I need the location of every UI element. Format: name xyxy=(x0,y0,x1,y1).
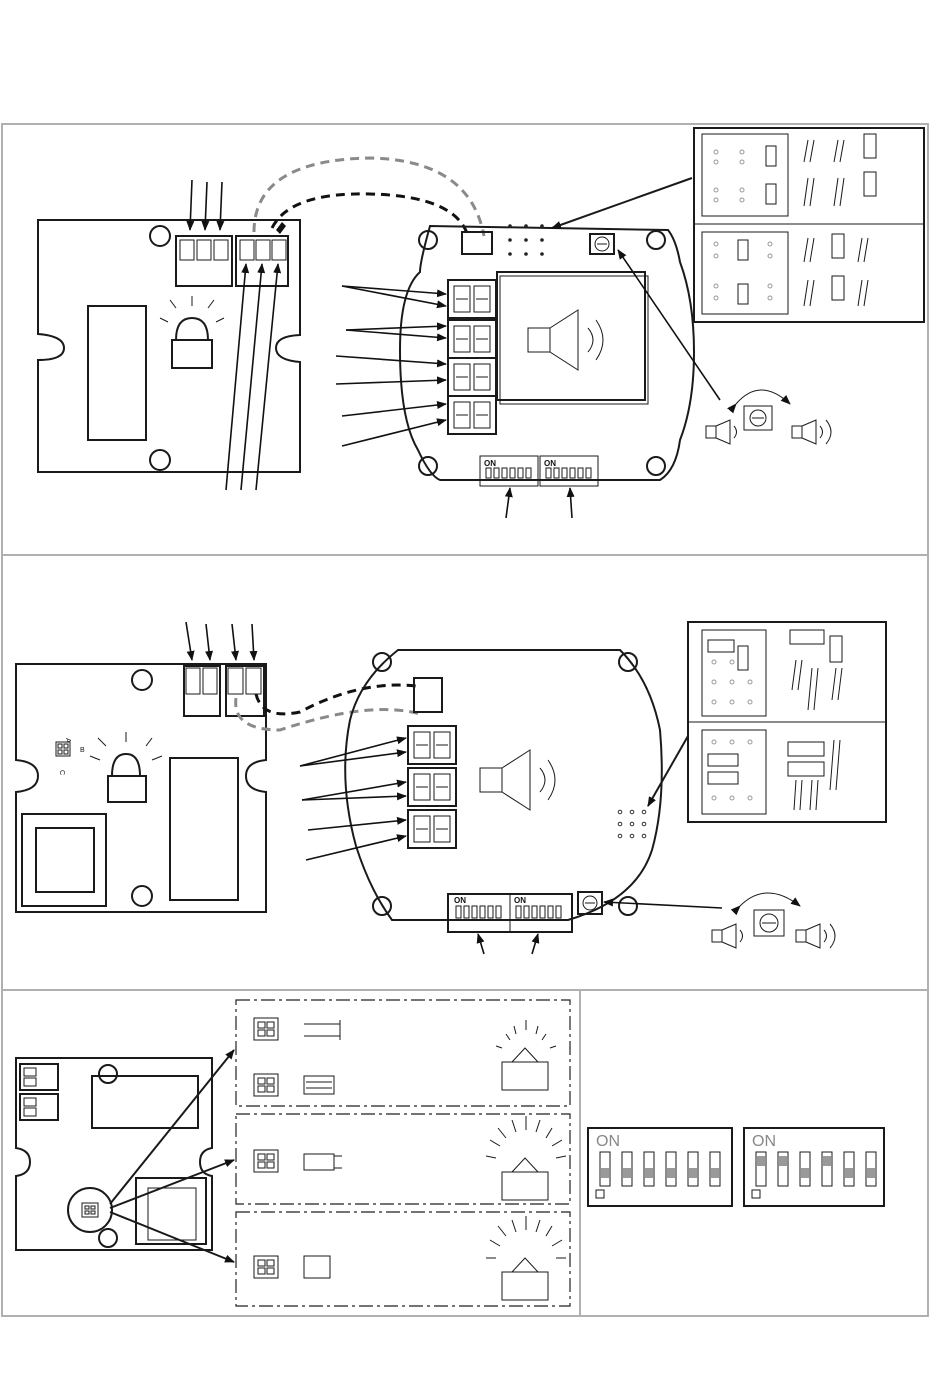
large-dip-on-right: ON xyxy=(752,1133,776,1150)
beacon-lamp-icon xyxy=(486,1216,566,1300)
dip-on-label-top-right: ON xyxy=(544,459,556,468)
option-box-2 xyxy=(236,1114,570,1204)
pot-detail-top xyxy=(706,390,831,444)
jumper-detail-top xyxy=(694,128,924,322)
connector-label-c: C xyxy=(58,770,65,775)
sounder-board-mid: ON ON xyxy=(345,650,662,932)
led-board-bottom xyxy=(16,1058,212,1250)
section-1: ON ON xyxy=(38,128,924,518)
jumper-detail-mid xyxy=(688,622,886,822)
horn-speaker-icon xyxy=(480,750,555,810)
beacon-lamp-icon xyxy=(486,1116,566,1200)
potentiometer-icon xyxy=(590,234,614,254)
connector-label-b: B xyxy=(80,747,85,754)
large-dip-right: ON xyxy=(744,1128,884,1206)
option-3 xyxy=(254,1216,566,1300)
wire-black-mid xyxy=(256,685,416,714)
dip-on-label-mid-left: ON xyxy=(454,896,466,905)
section-2: A B C xyxy=(16,622,886,954)
connector-icon xyxy=(56,742,70,756)
dip-on-label-top-left: ON xyxy=(484,459,496,468)
led-board-top xyxy=(38,180,300,490)
wire-black-top xyxy=(272,194,468,236)
horn-speaker-icon xyxy=(528,310,603,370)
led-board-mid: A B C xyxy=(16,622,266,912)
dip-on-label-mid-right: ON xyxy=(514,896,526,905)
potentiometer-icon xyxy=(578,892,602,914)
wire-grey-top xyxy=(254,158,484,236)
led-icon xyxy=(160,296,224,368)
option-box-3 xyxy=(236,1212,570,1306)
option-1 xyxy=(254,1018,556,1096)
led-icon xyxy=(90,732,162,802)
pot-detail-mid xyxy=(712,893,835,948)
outer-frame xyxy=(2,124,928,1316)
section-3: ON ON xyxy=(16,1000,884,1306)
sounder-board-top: ON ON xyxy=(400,224,694,486)
large-dip-left: ON xyxy=(588,1128,732,1206)
beacon-lamp-icon xyxy=(496,1020,556,1090)
large-dip-on-left: ON xyxy=(596,1133,620,1150)
connector-icon xyxy=(82,1203,98,1217)
connector-label-a: A xyxy=(64,738,71,743)
option-2 xyxy=(254,1116,566,1200)
